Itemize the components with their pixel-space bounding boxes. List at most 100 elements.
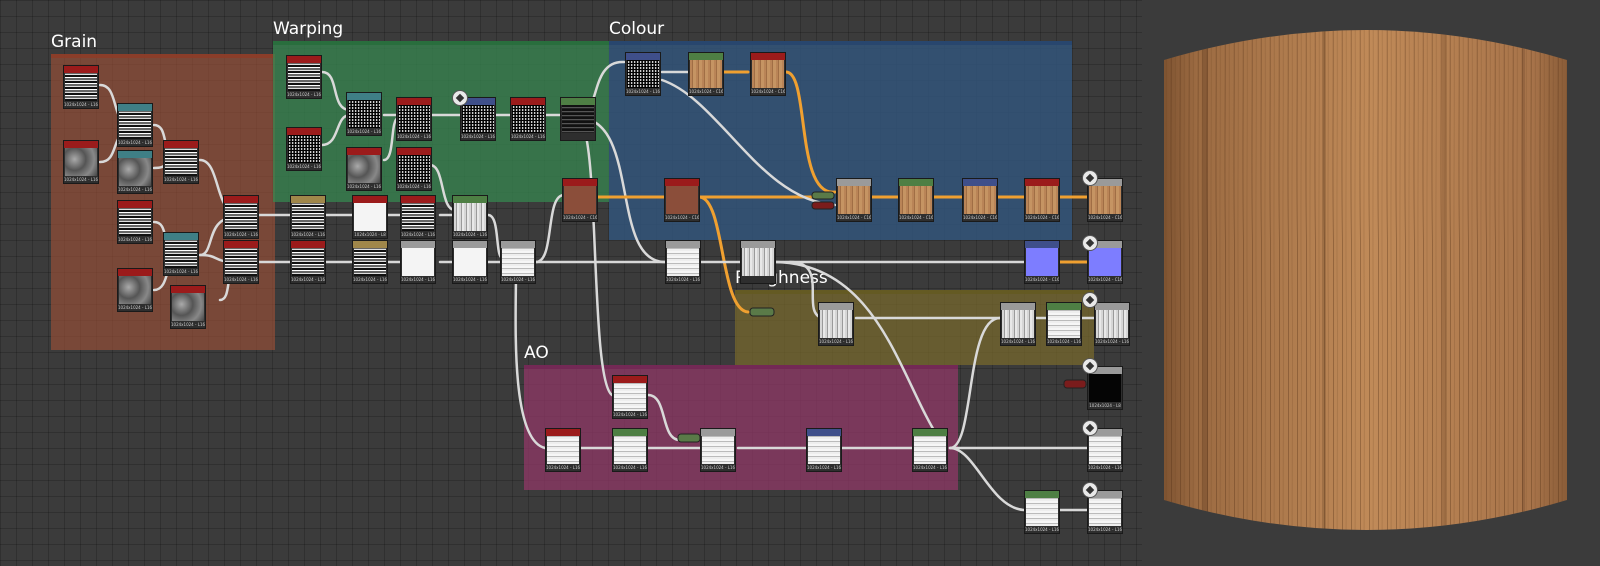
node-resolution-label: 1024x1024 - L16 [613,412,647,417]
graph-node-g1[interactable]: 1024x1024 - L16 [63,65,99,109]
node-resolution-label: 1024x1024 - L8 [1089,403,1121,408]
node-header [118,151,152,158]
graph-node-c3[interactable]: 1024x1024 - C16 [688,52,724,96]
graph-node-w4[interactable]: 1024x1024 - L16 [346,147,382,191]
node-thumbnail [354,203,386,231]
graph-node-a8[interactable]: 1024x1024 - L16 [1024,490,1060,534]
graph-node-g4[interactable]: 1024x1024 - L16 [117,150,153,194]
graph-node-a1[interactable]: 1024x1024 - L16 [612,375,648,419]
graph-node-r2[interactable]: 1024x1024 - L16 [1000,302,1036,346]
graph-node-g8[interactable]: 1024x1024 - L16 [163,232,199,276]
node-header [397,98,431,105]
graph-node-c2[interactable]: 1024x1024 - L16 [625,52,661,96]
graph-node-n3[interactable]: 1024x1024 - C16 [1024,240,1060,284]
graph-node-a4[interactable]: 1024x1024 - L16 [700,428,736,472]
graph-node-c10[interactable]: 1024x1024 - C16 [1087,178,1123,222]
node-thumbnail [398,155,430,183]
graph-node-g6[interactable]: 1024x1024 - L16 [117,200,153,244]
node-header [224,241,258,248]
node-resolution-label: 1024x1024 - L16 [546,465,580,470]
graph-node-w18[interactable]: 1024x1024 - L16 [500,240,536,284]
3d-preview-pane[interactable] [1142,0,1600,566]
graph-node-c4[interactable]: 1024x1024 - C16 [750,52,786,96]
node-thumbnail [1048,310,1080,338]
graph-node-r4[interactable]: 1024x1024 - L16 [1094,302,1130,346]
node-thumbnail [838,186,870,214]
graph-node-g9[interactable]: 1024x1024 - L16 [223,195,259,239]
graph-node-n1[interactable]: 1024x1024 - L16 [665,240,701,284]
node-header [287,128,321,135]
output-cube-icon[interactable] [1082,420,1098,436]
graph-node-a7[interactable]: 1024x1024 - L16 [1087,428,1123,472]
graph-node-g5[interactable]: 1024x1024 - L16 [163,140,199,184]
graph-node-a2[interactable]: 1024x1024 - L16 [545,428,581,472]
graph-node-w5[interactable]: 1024x1024 - L16 [396,97,432,141]
frame-ao[interactable]: AO [524,343,958,490]
output-cube-icon[interactable] [452,90,468,106]
node-resolution-label: 1024x1024 - L16 [613,465,647,470]
node-thumbnail [1089,436,1121,464]
graph-node-a9[interactable]: 1024x1024 - L16 [1087,490,1123,534]
graph-node-w12[interactable]: 1024x1024 - L8 [352,195,388,239]
node-thumbnail [502,248,534,276]
graph-node-w1[interactable]: 1024x1024 - L16 [286,55,322,99]
graph-node-w10[interactable]: 1024x1024 - L16 [290,195,326,239]
node-thumbnail [562,105,594,133]
node-resolution-label: 1024x1024 - L16 [913,465,947,470]
graph-node-w16[interactable]: 1024x1024 - L16 [452,195,488,239]
graph-node-g2[interactable]: 1024x1024 - L16 [63,140,99,184]
node-thumbnail [614,383,646,411]
node-resolution-label: 1024x1024 - L16 [453,277,487,282]
node-resolution-label: 1024x1024 - L16 [291,277,325,282]
graph-node-w14[interactable]: 1024x1024 - L16 [400,195,436,239]
node-header [118,269,152,276]
output-cube-icon[interactable] [1082,358,1098,374]
graph-node-g10[interactable]: 1024x1024 - L16 [223,240,259,284]
graph-node-w3[interactable]: 1024x1024 - L16 [346,92,382,136]
node-thumbnail [614,436,646,464]
graph-node-w7[interactable]: 1024x1024 - L16 [460,97,496,141]
graph-node-r1[interactable]: 1024x1024 - L16 [818,302,854,346]
output-cube-icon[interactable] [1082,235,1098,251]
graph-node-w15[interactable]: 1024x1024 - L16 [400,240,436,284]
node-thumbnail [288,135,320,163]
node-header [751,53,785,60]
graph-node-a5[interactable]: 1024x1024 - L16 [806,428,842,472]
node-graph-canvas[interactable]: Grain Warping Colour Roughness AO [0,0,1142,566]
graph-node-a3[interactable]: 1024x1024 - L16 [612,428,648,472]
node-header [819,303,853,310]
graph-node-c6[interactable]: 1024x1024 - C16 [836,178,872,222]
graph-node-w13[interactable]: 1024x1024 - L16 [352,240,388,284]
node-header [453,241,487,248]
graph-node-c7[interactable]: 1024x1024 - C16 [898,178,934,222]
output-cube-icon[interactable] [1082,292,1098,308]
output-cube-icon[interactable] [1082,170,1098,186]
node-thumbnail [119,276,151,304]
graph-node-w17[interactable]: 1024x1024 - L16 [452,240,488,284]
graph-node-w8[interactable]: 1024x1024 - L16 [510,97,546,141]
graph-node-c9[interactable]: 1024x1024 - C16 [1024,178,1060,222]
graph-node-w11[interactable]: 1024x1024 - L16 [290,240,326,284]
frame-title-grain: Grain [51,32,98,52]
graph-node-c1[interactable]: 1024x1024 - C16 [562,178,598,222]
output-cube-icon[interactable] [1082,482,1098,498]
graph-node-g7[interactable]: 1024x1024 - L16 [117,268,153,312]
node-thumbnail [1089,374,1121,402]
node-header [401,196,435,203]
frame-warping[interactable]: Warping [273,19,609,202]
graph-node-w9[interactable] [560,97,596,141]
graph-node-n2[interactable] [740,240,776,284]
graph-node-c5[interactable]: 1024x1024 - C16 [664,178,700,222]
graph-node-w2[interactable]: 1024x1024 - L16 [286,127,322,171]
graph-node-g3[interactable]: 1024x1024 - L16 [117,103,153,147]
graph-node-g11[interactable]: 1024x1024 - L16 [170,285,206,329]
graph-node-n4[interactable]: 1024x1024 - C16 [1087,240,1123,284]
graph-node-c8[interactable]: 1024x1024 - C16 [962,178,998,222]
node-resolution-label: 1024x1024 - L16 [461,134,495,139]
node-resolution-label: 1024x1024 - C16 [563,215,597,220]
graph-node-r3[interactable]: 1024x1024 - L16 [1046,302,1082,346]
graph-node-w6[interactable]: 1024x1024 - L16 [396,147,432,191]
graph-node-a6[interactable]: 1024x1024 - L16 [912,428,948,472]
node-header [501,241,535,248]
node-header [1088,367,1122,374]
